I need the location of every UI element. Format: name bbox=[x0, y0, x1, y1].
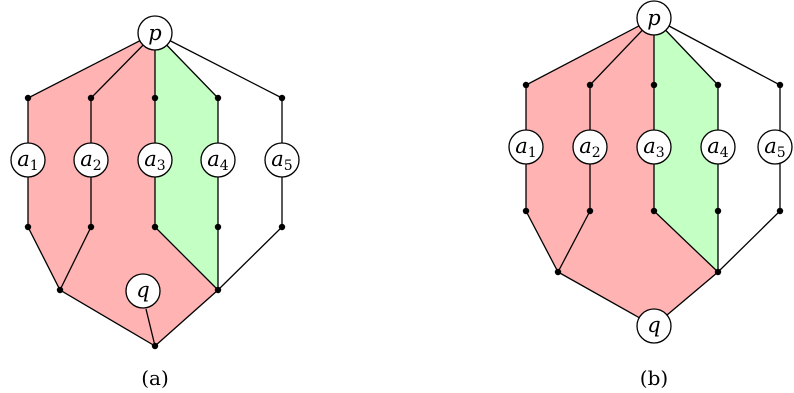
green-region-b bbox=[654, 18, 718, 272]
svg-text:q: q bbox=[136, 278, 149, 302]
node-p-a: p bbox=[137, 15, 173, 51]
svg-text:a1: a1 bbox=[17, 147, 38, 174]
node-a5-b: a5 bbox=[757, 129, 793, 165]
svg-text:a5: a5 bbox=[764, 134, 785, 161]
svg-text:a3: a3 bbox=[144, 147, 165, 174]
svg-text:a2: a2 bbox=[80, 147, 101, 174]
diagram-a: p a1 a2 a3 a4 a5 bbox=[10, 15, 300, 390]
node-q-a: q bbox=[125, 273, 161, 309]
node-q-b: q bbox=[636, 308, 672, 344]
vertex bbox=[650, 207, 658, 215]
vertex bbox=[714, 268, 722, 276]
svg-text:q: q bbox=[647, 313, 660, 337]
node-a2-a: a2 bbox=[73, 142, 109, 178]
vertex bbox=[554, 268, 562, 276]
vertex bbox=[151, 94, 159, 102]
red-region-b bbox=[526, 18, 718, 326]
labeled-nodes-b: p a1 a2 a3 a4 a5 bbox=[508, 0, 793, 344]
vertex bbox=[586, 207, 594, 215]
vertex bbox=[650, 81, 658, 89]
vertex bbox=[151, 342, 159, 350]
vertex bbox=[87, 94, 95, 102]
edge-q-bottom-a bbox=[145, 308, 156, 347]
vertices-b bbox=[522, 81, 784, 276]
node-a3-b: a3 bbox=[636, 129, 672, 165]
svg-text:a1: a1 bbox=[515, 134, 536, 161]
svg-text:a4: a4 bbox=[707, 134, 729, 161]
diagram-b: p a1 a2 a3 a4 a5 bbox=[508, 0, 793, 390]
svg-text:a2: a2 bbox=[579, 134, 600, 161]
vertex bbox=[586, 81, 594, 89]
node-a2-b: a2 bbox=[572, 129, 608, 165]
vertex bbox=[56, 286, 64, 294]
vertices-a bbox=[24, 94, 286, 350]
node-a1-b: a1 bbox=[508, 129, 544, 165]
vertex bbox=[522, 81, 530, 89]
vertex bbox=[24, 94, 32, 102]
green-region-a bbox=[155, 33, 218, 290]
vertex bbox=[278, 94, 286, 102]
caption-b: (b) bbox=[640, 366, 668, 390]
vertex bbox=[87, 223, 95, 231]
vertex bbox=[714, 207, 722, 215]
node-a5-a: a5 bbox=[264, 142, 300, 178]
node-p-b: p bbox=[636, 0, 672, 36]
vertex bbox=[24, 223, 32, 231]
vertex bbox=[278, 223, 286, 231]
vertex bbox=[776, 207, 784, 215]
vertex bbox=[714, 81, 722, 89]
svg-text:a3: a3 bbox=[643, 134, 664, 161]
vertex bbox=[214, 94, 222, 102]
node-a3-a: a3 bbox=[137, 142, 173, 178]
vertex bbox=[214, 286, 222, 294]
svg-text:a4: a4 bbox=[207, 147, 229, 174]
svg-text:a5: a5 bbox=[271, 147, 292, 174]
red-region-a bbox=[28, 33, 218, 346]
labeled-nodes-a: p a1 a2 a3 a4 a5 bbox=[10, 15, 300, 309]
caption-a: (a) bbox=[141, 366, 169, 390]
svg-text:p: p bbox=[148, 21, 161, 45]
svg-text:p: p bbox=[647, 6, 660, 30]
vertex bbox=[151, 223, 159, 231]
vertex bbox=[214, 223, 222, 231]
node-a4-b: a4 bbox=[700, 129, 736, 165]
vertex bbox=[776, 81, 784, 89]
node-a4-a: a4 bbox=[200, 142, 236, 178]
node-a1-a: a1 bbox=[10, 142, 46, 178]
vertex bbox=[522, 207, 530, 215]
